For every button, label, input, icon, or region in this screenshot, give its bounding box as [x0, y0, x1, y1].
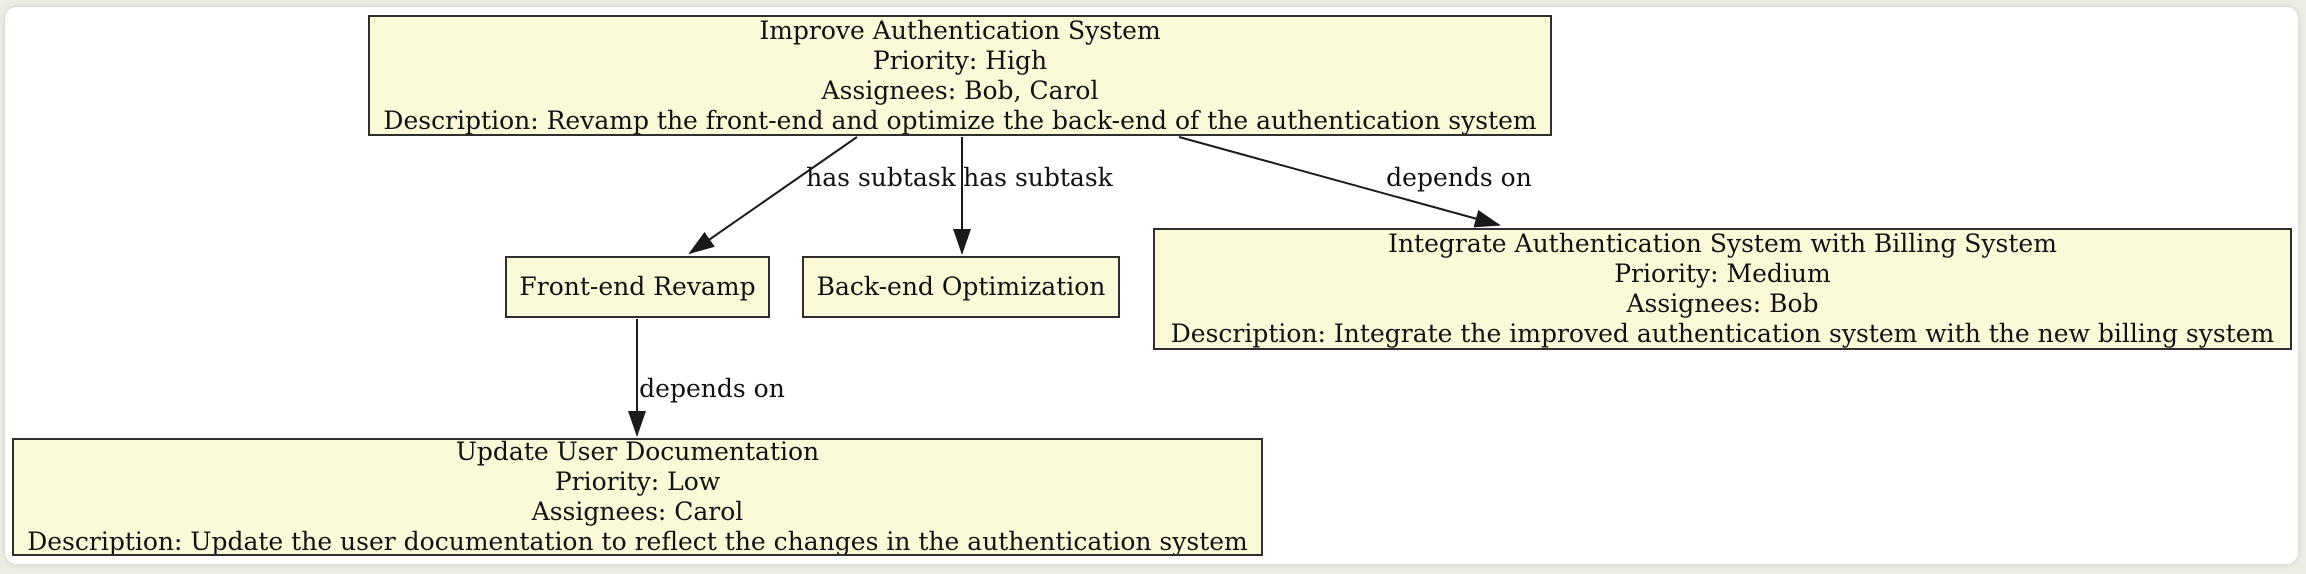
node-title: Integrate Authentication System with Bil…	[1388, 229, 2057, 258]
node-title: Front-end Revamp	[519, 272, 756, 301]
edge-has-subtask-frontend	[688, 136, 858, 255]
node-assignees: Assignees: Bob, Carol	[821, 75, 1099, 105]
edge-label-depends-on-left: depends on	[639, 374, 785, 403]
node-assignees: Assignees: Bob	[1626, 289, 1819, 318]
node-description: Description: Update the user documentati…	[27, 527, 1248, 556]
edge-label-depends-on-right: depends on	[1386, 163, 1532, 192]
node-frontend-revamp: Front-end Revamp	[505, 256, 770, 318]
node-title: Improve Authentication System	[759, 15, 1161, 45]
node-priority: Priority: Medium	[1614, 259, 1831, 288]
node-backend-optimization: Back-end Optimization	[802, 256, 1120, 318]
node-title: Update User Documentation	[455, 438, 820, 466]
node-title: Back-end Optimization	[816, 272, 1106, 301]
node-update-user-documentation: Update User Documentation Priority: Low …	[12, 438, 1263, 556]
node-improve-authentication-system: Improve Authentication System Priority: …	[368, 15, 1552, 136]
node-priority: Priority: Low	[554, 467, 721, 496]
node-description: Description: Revamp the front-end and op…	[383, 105, 1537, 135]
node-priority: Priority: High	[872, 45, 1048, 75]
edge-label-has-subtask-1: has subtask	[806, 163, 956, 192]
edge-label-has-subtask-2: has subtask	[963, 163, 1113, 192]
node-description: Description: Integrate the improved auth…	[1170, 319, 2275, 348]
node-assignees: Assignees: Carol	[531, 497, 744, 526]
node-integrate-billing: Integrate Authentication System with Bil…	[1153, 228, 2292, 350]
